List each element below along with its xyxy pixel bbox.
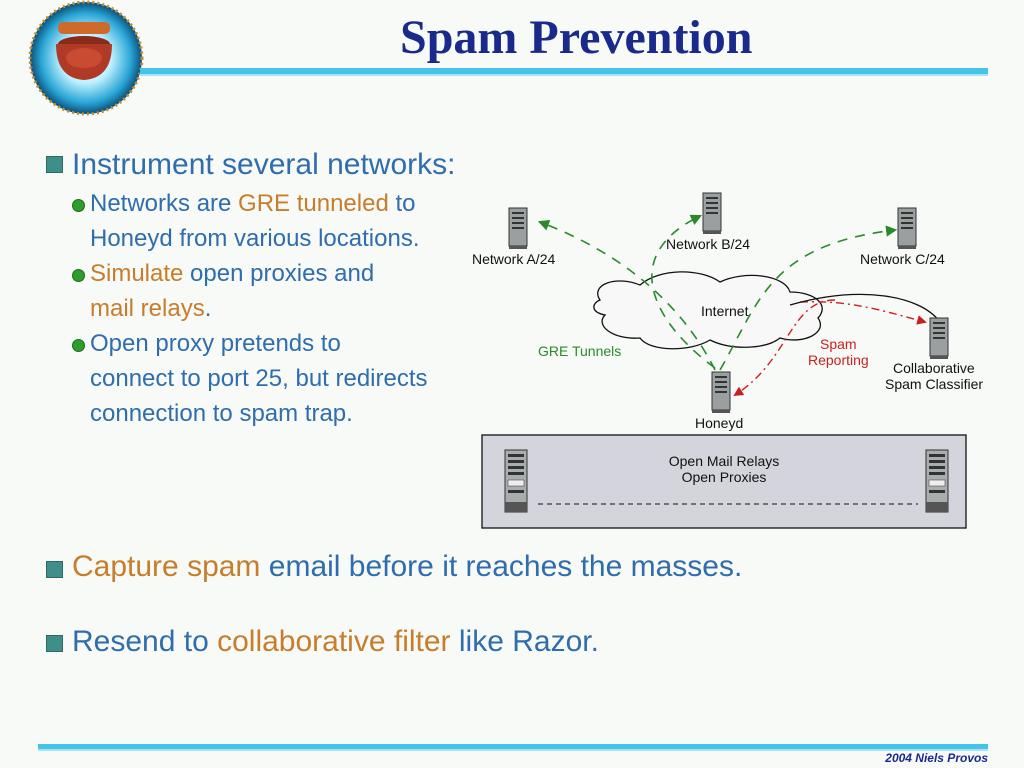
label-honeyd: Honeyd <box>695 415 743 431</box>
label-spam-classifier: Spam Classifier <box>885 376 983 392</box>
label-open-proxies: Open Proxies <box>682 469 767 485</box>
sub-bullet-proxy-line1: Open proxy pretends to <box>90 330 341 357</box>
text-gre-tunneled: GRE tunneled <box>238 190 389 217</box>
honeyd-server <box>711 371 731 414</box>
text-collaborative-filter: collaborative filter <box>217 625 451 658</box>
text-networks-are: Networks are <box>90 190 239 217</box>
label-network-a: Network A/24 <box>472 251 555 267</box>
tunnel-a <box>537 219 716 371</box>
spam-report-to-classifier <box>799 301 927 325</box>
sub-bullet-dot <box>72 199 85 212</box>
bullet-capture-spam: Capture spam email before it reaches the… <box>72 550 742 584</box>
bullet-resend: Resend to collaborative filter like Razo… <box>72 625 599 659</box>
text-period: . <box>204 295 212 322</box>
network-a-server <box>508 207 528 250</box>
text-capture-spam: Capture spam <box>72 550 261 583</box>
label-internet: Internet <box>701 303 749 319</box>
footer-rule-highlight <box>38 749 988 751</box>
label-gre-tunnels: GRE Tunnels <box>538 343 621 359</box>
text-to: to <box>388 190 416 217</box>
relay-server-right <box>925 449 949 513</box>
sub-bullet-simulate-line1: Simulate open proxies and <box>90 256 374 291</box>
sub-bullet-dot <box>72 269 85 282</box>
sub-bullet-proxy-line2: connect to port 25, but redirects <box>90 365 428 392</box>
classifier-server <box>929 317 949 360</box>
open-relays-box <box>481 434 967 529</box>
honeyd-logo <box>28 0 144 116</box>
label-spam: Spam <box>820 336 857 352</box>
spam-report-to-honeyd <box>733 299 836 397</box>
footer-rule <box>38 744 988 749</box>
network-c-server <box>897 207 917 250</box>
tunnel-b <box>651 214 716 369</box>
network-b-server <box>702 192 722 235</box>
text-before-masses: email before it reaches the masses. <box>260 550 743 583</box>
text-mail-relays: mail relays <box>90 295 205 322</box>
title-rule <box>140 68 988 74</box>
bullet-square <box>46 156 63 173</box>
title-rule-highlight <box>140 74 988 76</box>
label-open-mail-relays: Open Mail Relays <box>669 453 780 469</box>
page-title: Spam Prevention <box>400 11 753 64</box>
sub-bullet-proxy-line3: connection to spam trap. <box>90 400 353 427</box>
footer-credit: 2004 Niels Provos <box>885 751 988 765</box>
spam-network-diagram: Network A/24 Network B/24 Network C/24 I… <box>472 192 983 529</box>
label-collaborative: Collaborative <box>893 360 975 376</box>
label-reporting: Reporting <box>808 352 869 368</box>
sub-bullet-gre-line2: Honeyd from various locations. <box>90 225 420 252</box>
bullet-square <box>46 561 63 578</box>
internet-to-classifier-link <box>789 293 941 323</box>
label-network-c: Network C/24 <box>860 251 945 267</box>
bullet-instrument-networks: Instrument several networks: <box>72 148 456 181</box>
bullet-square <box>46 635 63 652</box>
sub-bullet-dot <box>72 339 85 352</box>
sub-bullet-simulate-line2: mail relays. <box>90 291 211 326</box>
relay-server-left <box>504 449 528 513</box>
text-resend-to: Resend to <box>72 625 218 658</box>
text-like-razor: like Razor. <box>450 625 599 658</box>
label-network-b: Network B/24 <box>666 236 750 252</box>
text-open-proxies: open proxies and <box>183 260 375 287</box>
sub-bullet-gre-line1: Networks are GRE tunneled to <box>90 186 416 221</box>
text-simulate: Simulate <box>90 260 184 287</box>
